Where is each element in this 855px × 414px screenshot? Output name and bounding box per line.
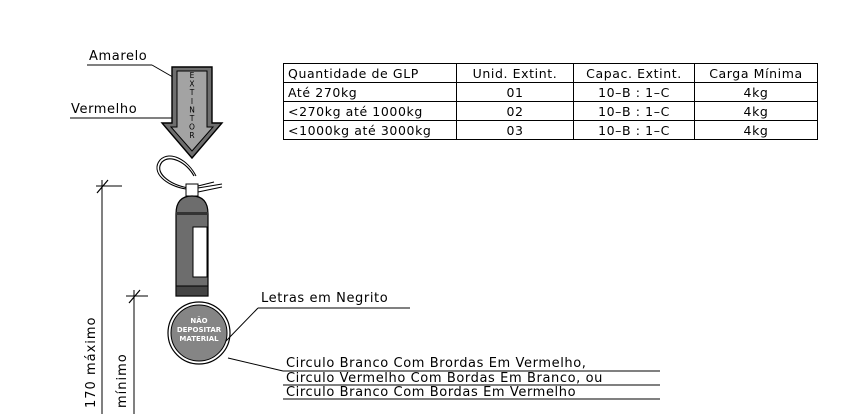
cell-quantidade: <1000kg até 3000kg bbox=[283, 120, 457, 140]
arrow-letter: E bbox=[190, 71, 195, 80]
letras-label: Letras em Negrito bbox=[261, 291, 389, 306]
minimo-dimension-label: mínimo bbox=[115, 353, 130, 408]
cell-carga: 4kg bbox=[694, 120, 818, 140]
arrow-letter: T bbox=[189, 88, 195, 97]
cell-carga: 4kg bbox=[694, 82, 818, 102]
amarelo-label: Amarelo bbox=[89, 49, 148, 64]
table-row: <1000kg até 3000kg 03 10–B : 1–C 4kg bbox=[283, 120, 818, 140]
header-carga: Carga Mínima bbox=[694, 63, 818, 83]
cell-carga: 4kg bbox=[694, 101, 818, 121]
arrow-letter: R bbox=[189, 131, 194, 140]
header-capac: Capac. Extint. bbox=[573, 63, 695, 83]
circulo-leader bbox=[227, 357, 284, 372]
cell-capac: 10–B : 1–C bbox=[573, 120, 695, 140]
extintor-arrow-inner bbox=[169, 70, 215, 152]
cell-capac: 10–B : 1–C bbox=[573, 101, 695, 121]
sign-line-2: DEPOSITAR bbox=[176, 326, 222, 334]
arrow-letter: X bbox=[189, 80, 194, 89]
table-row: <270kg até 1000kg 02 10–B : 1–C 4kg bbox=[283, 101, 818, 121]
sign-text: NÃO DEPOSITAR MATERIAL bbox=[171, 317, 227, 344]
cell-unid: 02 bbox=[456, 101, 574, 121]
arrow-letter: I bbox=[191, 97, 193, 106]
cell-capac: 10–B : 1–C bbox=[573, 82, 695, 102]
cell-quantidade: Até 270kg bbox=[283, 82, 457, 102]
sign-inner-circle bbox=[170, 304, 228, 362]
cell-quantidade: <270kg até 1000kg bbox=[283, 101, 457, 121]
arrow-letter: O bbox=[189, 123, 195, 132]
header-quantidade: Quantidade de GLP bbox=[283, 63, 457, 83]
table-row: Até 270kg 01 10–B : 1–C 4kg bbox=[283, 82, 818, 102]
cell-unid: 01 bbox=[456, 82, 574, 102]
table-header-row: Quantidade de GLP Unid. Extint. Capac. E… bbox=[283, 63, 818, 83]
maximo-dimension-label: 170 máximo bbox=[84, 316, 99, 409]
header-unid: Unid. Extint. bbox=[456, 63, 574, 83]
glp-table: Quantidade de GLP Unid. Extint. Capac. E… bbox=[283, 63, 818, 140]
circulo-label-1: Circulo Branco Com Brordas Em Vermelho, bbox=[286, 356, 587, 371]
sign-line-3: MATERIAL bbox=[179, 335, 219, 343]
sign-line-1: NÃO bbox=[190, 317, 208, 325]
vermelho-label: Vermelho bbox=[71, 102, 138, 117]
letras-leader bbox=[225, 307, 259, 342]
circulo-label-2: Circulo Vermelho Com Bordas Em Branco, o… bbox=[286, 371, 604, 386]
arrow-letter: T bbox=[189, 114, 195, 123]
circulo-label-3: Circulo Branco Com Bordas Em Vermelho bbox=[286, 385, 577, 400]
arrow-letter: N bbox=[189, 105, 195, 114]
extinguisher-icon bbox=[156, 155, 223, 297]
cell-unid: 03 bbox=[456, 120, 574, 140]
